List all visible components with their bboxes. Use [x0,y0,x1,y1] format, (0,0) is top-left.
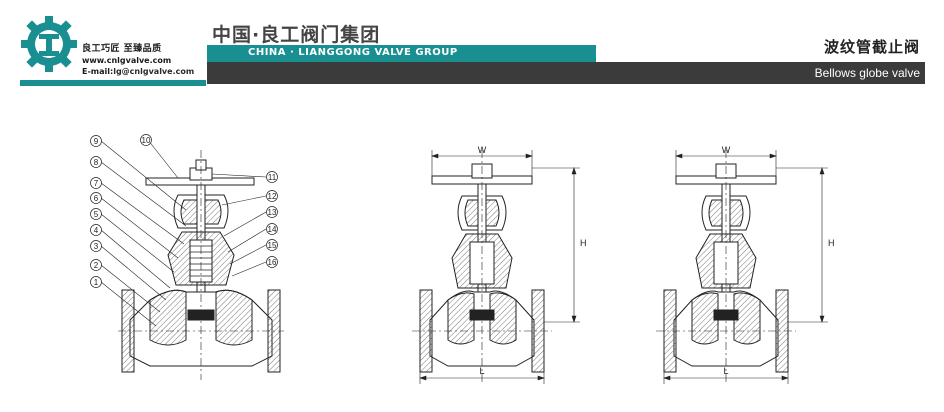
part-number-16: 16 [268,258,277,267]
part-number-2: 2 [94,261,99,270]
dim-label-w-2: W [722,145,731,155]
email-value: lg@cnlgvalve.com [113,67,195,76]
dim-label-h-2: H [828,238,835,248]
email-label: E-mail: [82,67,114,76]
part-number-1: 1 [94,278,99,287]
part-number-8: 8 [94,158,99,167]
part-number-4: 4 [94,226,99,235]
dim-label-w-1: W [478,145,487,155]
dimension-view-drawing-2 [656,150,796,384]
part-number-10: 10 [142,136,151,145]
logo-text-block: 良工巧匠 至臻品质 www.cnlgvalve.com E-mail:lg@cn… [82,44,194,77]
dimension-view-drawing-1 [412,150,552,384]
part-number-3: 3 [94,242,99,251]
part-balloons: 9 8 7 6 5 4 3 2 1 10 11 12 13 14 15 16 [90,134,278,288]
part-number-14: 14 [268,225,277,234]
dim-label-l-1: L [479,366,484,376]
part-number-11: 11 [268,173,277,182]
dark-banner [207,62,925,84]
dimension-lines-1 [419,150,580,384]
part-number-9: 9 [94,137,99,146]
product-title-en: Bellows globe valve [814,66,920,80]
dim-label-h-1: H [580,238,587,248]
part-number-5: 5 [94,210,99,219]
company-name-cn: 中国·良工阀门集团 [212,24,381,46]
part-number-12: 12 [268,192,277,201]
accent-bar [20,80,206,86]
part-leaders-right [211,173,267,277]
company-website: www.cnlgvalve.com [82,56,172,65]
gear-logo-icon [21,16,77,72]
dimension-lines-2 [663,150,828,384]
part-number-7: 7 [94,179,99,188]
part-leaders-left [100,139,187,327]
company-name-en: CHINA · LIANGGONG VALVE GROUP [248,47,458,58]
dim-label-l-2: L [723,366,728,376]
product-title-cn: 波纹管截止阀 [823,38,920,56]
company-slogan: 良工巧匠 至臻品质 [82,44,162,54]
part-number-15: 15 [268,241,277,250]
company-email: E-mail:lg@cnlgvalve.com [82,66,194,77]
teal-banner [207,45,596,62]
sectional-view-drawing [118,150,284,380]
part-number-6: 6 [94,194,99,203]
part-number-13: 13 [268,208,277,217]
company-logo [20,14,78,74]
